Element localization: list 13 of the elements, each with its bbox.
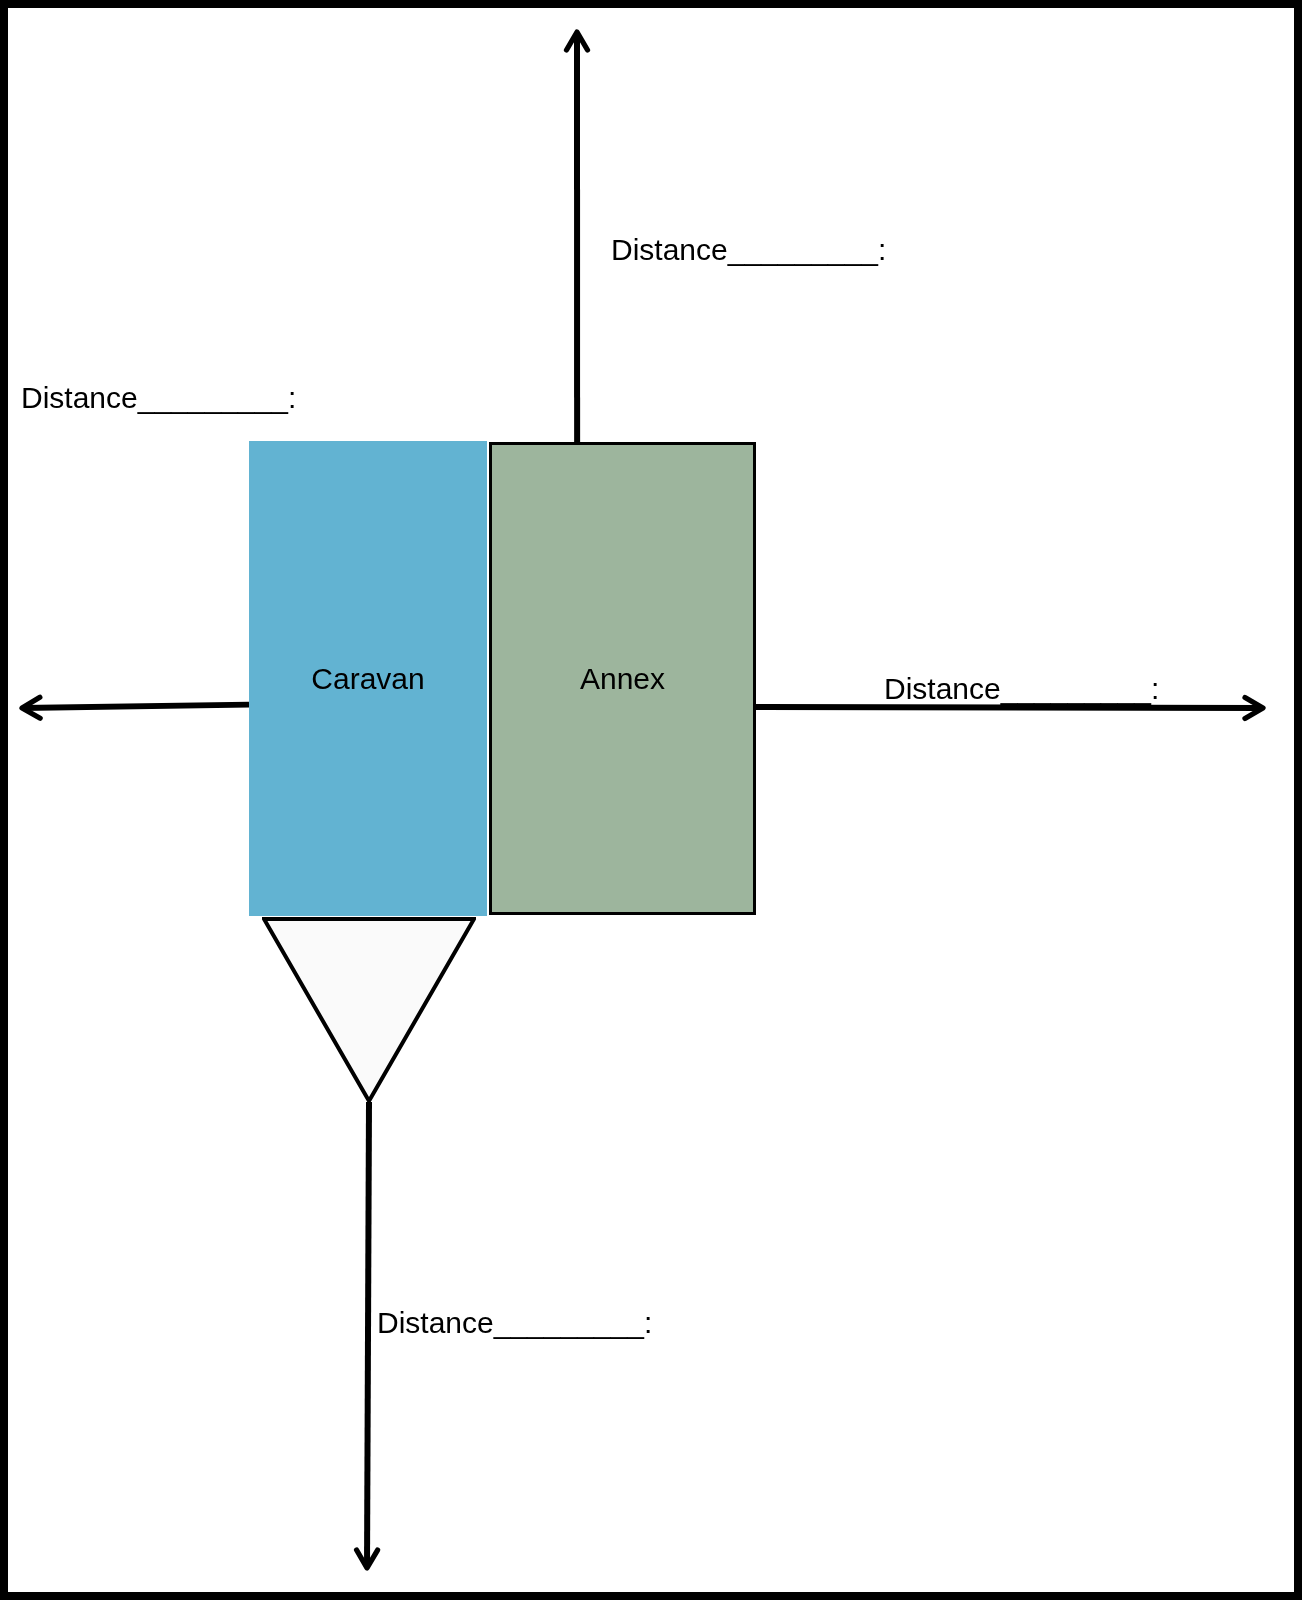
distance-fill-in-line: Distance_________: xyxy=(377,1306,653,1340)
caravan-box xyxy=(249,441,487,916)
arrow xyxy=(353,1102,381,1571)
arrow xyxy=(563,29,591,442)
annex-box xyxy=(489,442,756,915)
distance-fill-in-line: Distance_________: xyxy=(21,381,297,415)
arrow xyxy=(756,694,1266,722)
drawbar-triangle xyxy=(262,917,476,1104)
node-label: Caravan xyxy=(311,661,425,696)
distance-fill-in-line: Distance_________: xyxy=(611,233,887,267)
node-label: Annex xyxy=(579,661,666,696)
arrow xyxy=(19,694,250,721)
distance-fill-in-line: Distance_________: xyxy=(884,672,1160,706)
